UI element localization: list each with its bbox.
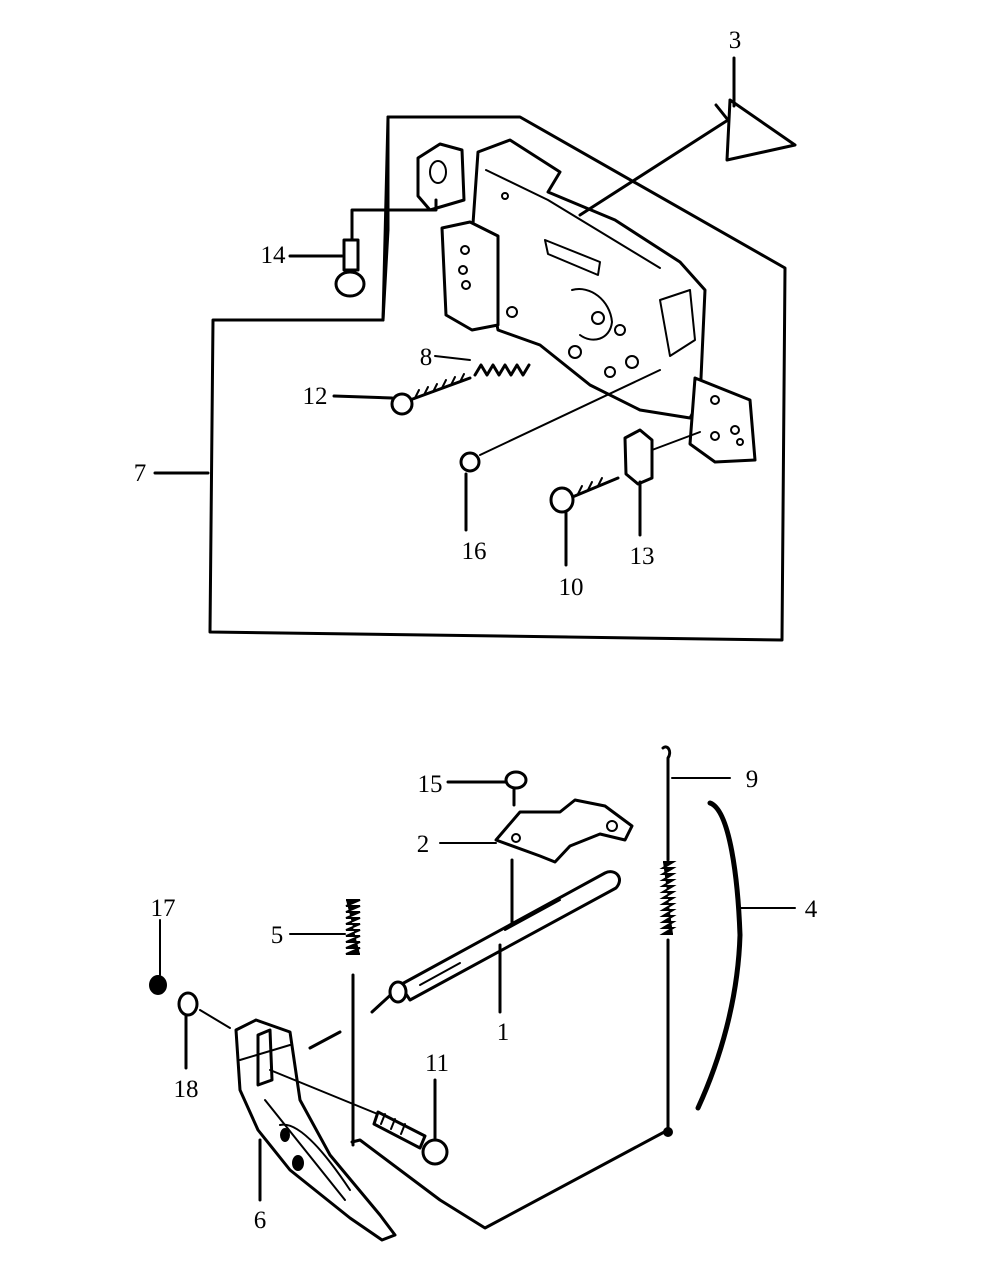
callout-13: 13: [630, 543, 655, 570]
callout-15: 15: [418, 771, 443, 798]
upper-leader-lines: [153, 56, 736, 567]
callout-3: 3: [729, 27, 742, 54]
right-flange: [688, 376, 757, 464]
control-plate: [470, 138, 707, 420]
clip-part-13: [623, 428, 654, 486]
spring-part-5: [345, 899, 361, 1147]
left-flange: [440, 220, 500, 332]
callout-8: 8: [420, 344, 433, 371]
spring-part-8: [473, 363, 531, 377]
callout-16: 16: [462, 538, 487, 565]
callout-5: 5: [271, 922, 284, 949]
callout-11: 11: [425, 1050, 449, 1077]
bolt-part-10: [549, 476, 620, 514]
callout-14: 14: [261, 242, 287, 269]
callout-4: 4: [805, 896, 818, 923]
callout-9: 9: [746, 766, 759, 793]
bolt-part-16: [459, 451, 481, 473]
bolt-part-15: [504, 770, 528, 807]
callout-10: 10: [559, 574, 584, 601]
bracket-plate-part-2: [494, 798, 634, 864]
bolt-part-11: [269, 1069, 449, 1166]
lever-part-6: [234, 1018, 397, 1242]
shaft-part-1: [370, 870, 621, 1014]
assembly-outline-7: [208, 115, 787, 642]
callout-6: 6: [254, 1207, 267, 1234]
lower-linkage-assembly: [149, 745, 743, 1242]
triangle-bracket-part-3: [725, 98, 797, 162]
callout-2: 2: [417, 831, 430, 858]
bolt-part-14: [334, 238, 366, 298]
top-tab: [416, 142, 466, 212]
cable-part-4: [695, 800, 743, 1111]
nut-part-17: [149, 975, 167, 995]
upper-control-assembly: [208, 98, 797, 642]
callout-18: 18: [174, 1076, 199, 1103]
callout-17: 17: [151, 895, 176, 922]
callout-labels: 3 14 8 12 7 16 13 10 9 15 2 17 4 5 1 11 …: [134, 27, 818, 1234]
callout-1: 1: [497, 1019, 510, 1046]
callout-7: 7: [134, 460, 147, 487]
callout-12: 12: [303, 383, 328, 410]
lower-leader-lines: [159, 777, 796, 1202]
spring-rod-part-9: [659, 745, 677, 1137]
washer-part-18: [177, 991, 231, 1029]
screw-part-12: [390, 373, 472, 416]
